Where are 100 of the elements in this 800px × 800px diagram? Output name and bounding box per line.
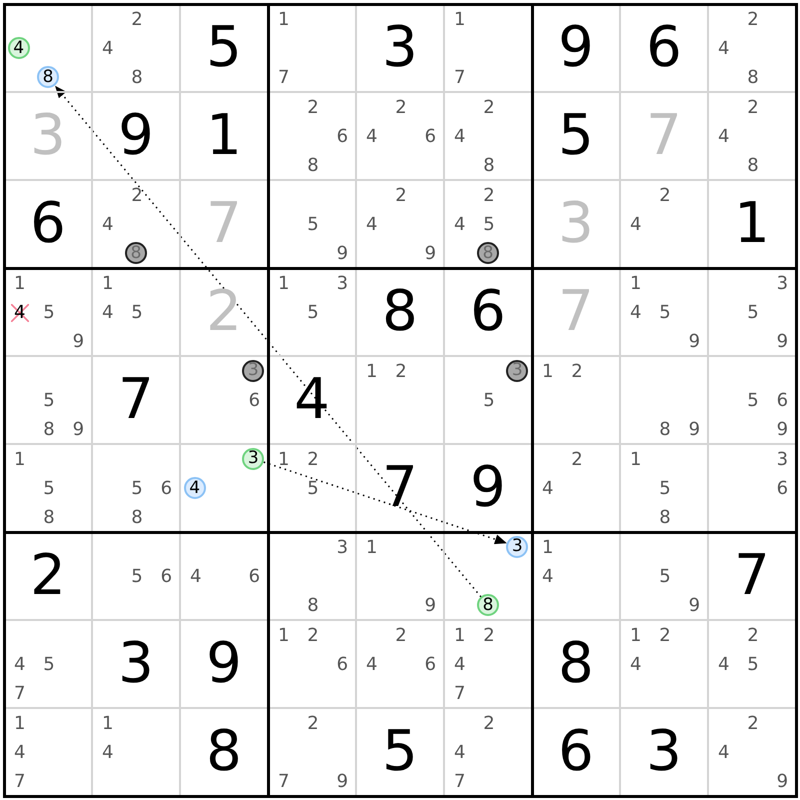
given-digit: 6 <box>645 14 683 82</box>
candidate-digit: 8 <box>42 506 56 530</box>
candidate-digit: 9 <box>688 418 702 442</box>
candidate-digit: 2 <box>482 184 496 208</box>
given-digit: 9 <box>205 630 243 698</box>
candidate-digit: 4 <box>628 300 642 325</box>
candidate-digit: 5 <box>746 300 760 325</box>
circled-candidate: 3 <box>242 448 264 470</box>
candidate-digit: 1 <box>628 272 642 296</box>
candidate-digit: 5 <box>42 300 56 325</box>
given-digit: 9 <box>117 102 155 170</box>
candidate-digit: 5 <box>306 476 320 501</box>
candidate-digit: 2 <box>394 360 408 384</box>
candidate-digit: 9 <box>776 770 790 794</box>
candidate-digit: 8 <box>130 506 144 530</box>
candidate-digit: 2 <box>570 448 584 472</box>
candidate-digit: 2 <box>394 624 408 648</box>
candidate-digit: 1 <box>540 536 554 560</box>
candidate-digit: 2 <box>394 96 408 120</box>
candidate-digit: 6 <box>776 476 790 501</box>
candidate-digit: 2 <box>306 96 320 120</box>
candidate-digit: 5 <box>746 652 760 677</box>
candidate-digit: 4 <box>452 212 466 237</box>
solved-digit: 2 <box>205 278 243 346</box>
candidate-digit: 6 <box>424 652 438 677</box>
given-digit: 4 <box>293 366 331 434</box>
candidate-digit: 5 <box>130 300 144 325</box>
candidate-digit: 7 <box>452 682 466 706</box>
candidate-digit: 1 <box>276 8 290 32</box>
given-digit: 6 <box>29 190 67 258</box>
circled-candidate: 8 <box>477 242 499 264</box>
given-digit: 6 <box>469 278 507 346</box>
candidate-digit: 6 <box>424 124 438 149</box>
candidate-digit: 1 <box>276 624 290 648</box>
candidate-digit: 1 <box>628 624 642 648</box>
candidate-digit: 4 <box>452 652 466 677</box>
dotted-arrow <box>264 461 508 544</box>
candidate-digit: 9 <box>336 242 350 266</box>
candidate-digit: 2 <box>746 624 760 648</box>
candidate-digit: 3 <box>776 448 790 472</box>
candidate-digit: 5 <box>42 476 56 501</box>
given-digit: 7 <box>733 542 771 610</box>
candidate-digit: 8 <box>658 418 672 442</box>
given-digit: 7 <box>381 454 419 522</box>
candidate-digit: 2 <box>746 712 760 736</box>
candidate-digit: 8 <box>746 154 760 178</box>
candidate-digit: 4 <box>100 740 114 765</box>
candidate-digit: 1 <box>12 712 26 736</box>
circled-candidate: 3 <box>506 360 528 382</box>
candidate-digit: 2 <box>306 448 320 472</box>
candidate-digit: 1 <box>364 360 378 384</box>
candidate-digit: 4 <box>12 652 26 677</box>
candidate-digit: 5 <box>130 564 144 589</box>
candidate-digit: 1 <box>12 272 26 296</box>
candidate-digit: 1 <box>452 624 466 648</box>
candidate-digit: 3 <box>776 272 790 296</box>
candidate-digit: 4 <box>12 740 26 765</box>
candidate-digit: 2 <box>746 96 760 120</box>
candidate-digit: 5 <box>130 476 144 501</box>
candidate-digit: 2 <box>482 96 496 120</box>
candidate-digit: 4 <box>540 476 554 501</box>
circled-candidate: 3 <box>242 360 264 382</box>
given-digit: 2 <box>29 542 67 610</box>
candidate-digit: 5 <box>42 388 56 413</box>
candidate-digit: 9 <box>688 594 702 618</box>
circled-candidate: 8 <box>37 66 59 88</box>
candidate-digit: 9 <box>776 330 790 354</box>
candidate-digit: 1 <box>452 8 466 32</box>
given-digit: 7 <box>117 366 155 434</box>
given-digit: 9 <box>557 14 595 82</box>
solved-digit: 7 <box>645 102 683 170</box>
candidate-digit: 4 <box>716 36 730 61</box>
candidate-digit: 2 <box>130 184 144 208</box>
candidate-digit: 2 <box>130 8 144 32</box>
candidate-digit: 1 <box>100 272 114 296</box>
given-digit: 8 <box>557 630 595 698</box>
solved-digit: 3 <box>557 190 595 258</box>
candidate-digit: 5 <box>658 476 672 501</box>
candidate-digit: 4 <box>716 652 730 677</box>
given-digit: 8 <box>205 718 243 786</box>
candidate-digit: 8 <box>42 418 56 442</box>
candidate-digit: 9 <box>688 330 702 354</box>
candidate-digit: 3 <box>336 272 350 296</box>
candidate-digit: 4 <box>364 652 378 677</box>
candidate-digit: 5 <box>306 212 320 237</box>
candidate-digit: 1 <box>364 536 378 560</box>
candidate-digit: 1 <box>100 712 114 736</box>
candidate-digit: 7 <box>276 770 290 794</box>
circled-candidate: 3 <box>506 536 528 558</box>
candidate-digit: 5 <box>482 212 496 237</box>
candidate-digit: 5 <box>42 652 56 677</box>
solved-digit: 7 <box>557 278 595 346</box>
candidate-digit: 6 <box>160 476 174 501</box>
circled-candidate: 4 <box>8 37 30 59</box>
candidate-digit: 2 <box>482 712 496 736</box>
candidate-digit: 7 <box>12 682 26 706</box>
candidate-digit: 2 <box>658 184 672 208</box>
candidate-digit: 4 <box>100 36 114 61</box>
solved-digit: 7 <box>205 190 243 258</box>
candidate-digit: 4 <box>188 564 202 589</box>
